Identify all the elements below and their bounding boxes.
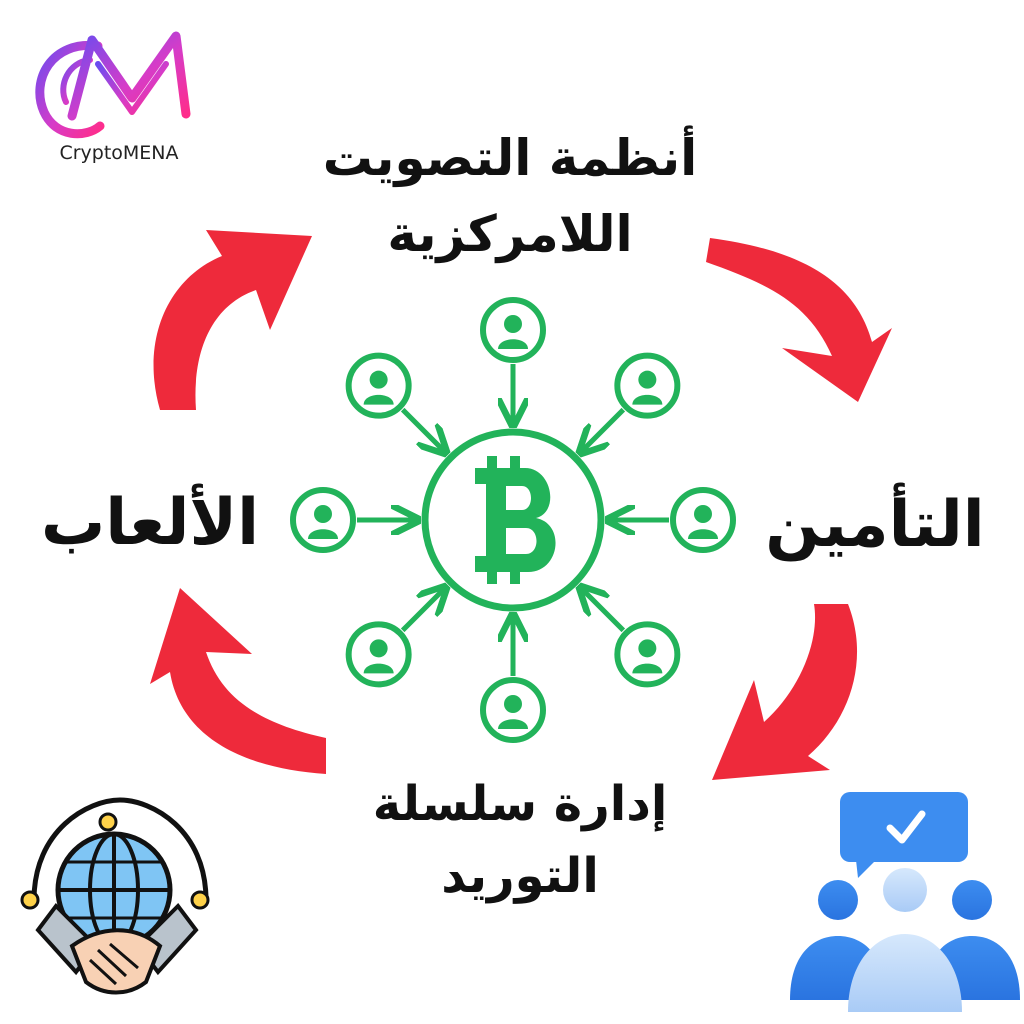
label-decentralized-voting: أنظمة التصويت اللامركزية — [270, 120, 750, 272]
user-icon — [345, 621, 412, 688]
network-spokes — [357, 364, 669, 676]
center-hub — [421, 428, 605, 612]
user-icon — [480, 677, 546, 743]
label-line: إدارة سلسلة — [372, 776, 668, 832]
user-icon — [670, 487, 736, 553]
cycle-arrow-top-right — [706, 238, 892, 402]
network-spoke — [400, 407, 444, 451]
cycle-arrow-bottom-right — [712, 604, 858, 780]
cycle-arrow-bottom-left — [150, 588, 326, 774]
network-spoke — [400, 589, 444, 633]
network-spoke — [582, 407, 626, 451]
network-nodes — [290, 297, 736, 743]
label-games: الألعاب — [40, 486, 260, 560]
user-icon — [614, 352, 681, 419]
label-insurance: التأمين — [765, 488, 985, 562]
bitcoin-icon — [475, 456, 556, 584]
cycle-arrow-top-left — [153, 230, 312, 410]
user-icon — [345, 352, 412, 419]
network-spoke — [582, 589, 626, 633]
logo-text: CryptoMENA — [59, 142, 179, 164]
label-supply-chain: إدارة سلسلة التوريد — [330, 768, 710, 912]
label-line: اللامركزية — [387, 205, 633, 263]
label-line: أنظمة التصويت — [322, 129, 698, 187]
user-icon — [290, 487, 356, 553]
label-line: التوريد — [441, 848, 599, 904]
user-icon — [480, 297, 546, 363]
user-icon — [614, 621, 681, 688]
